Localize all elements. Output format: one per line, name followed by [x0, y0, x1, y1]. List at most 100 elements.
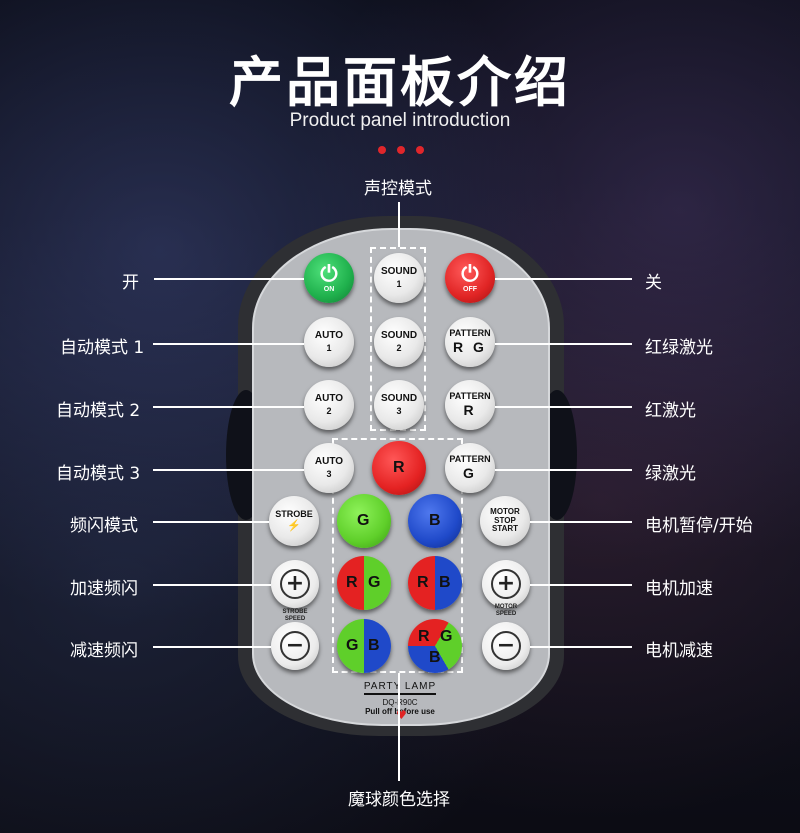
color-rg-button[interactable]: R G: [337, 556, 391, 610]
power-icon: ⏻: [320, 260, 338, 286]
auto-2-button[interactable]: AUTO 2: [304, 380, 354, 430]
color-gb-button[interactable]: G B: [337, 619, 391, 673]
sound-number: 3: [396, 405, 402, 416]
pattern-rg-button[interactable]: PATTERN R G: [445, 317, 495, 367]
sound-1-button[interactable]: SOUND 1: [374, 253, 424, 303]
callout-sound-mode: 声控模式: [364, 179, 432, 199]
callout-on: 开: [122, 273, 139, 293]
strobe-label: STROBE: [275, 508, 313, 519]
callout-line: [530, 521, 632, 523]
color-label-g: G: [368, 574, 381, 591]
motor-label: MOTOR: [490, 507, 520, 517]
callout-strobe: 频闪模式: [70, 516, 138, 536]
auto-1-button[interactable]: AUTO 1: [304, 317, 354, 367]
callout-line: [398, 673, 400, 781]
heart-icon: ♥: [396, 708, 407, 722]
motor-start-label: START: [491, 524, 519, 534]
callout-line: [153, 343, 304, 345]
color-label-b: B: [429, 512, 441, 529]
callout-pattern-g: 绿激光: [645, 464, 696, 484]
callout-pattern-r: 红激光: [645, 401, 696, 421]
callout-auto3: 自动模式 3: [56, 464, 141, 484]
auto-label: AUTO: [314, 330, 344, 342]
auto-label: AUTO: [314, 393, 344, 405]
sound-3-button[interactable]: SOUND 3: [374, 380, 424, 430]
callout-off: 关: [645, 273, 662, 293]
auto-number: 2: [326, 405, 332, 416]
pattern-label: PATTERN: [449, 454, 491, 465]
pattern-sub: R G: [453, 338, 487, 355]
callout-speed-up: 加速频闪: [70, 579, 138, 599]
pattern-r-button[interactable]: PATTERN R: [445, 380, 495, 430]
color-label-r: R: [346, 574, 358, 591]
callout-line: [153, 521, 269, 523]
strobe-button[interactable]: STROBE ⚡: [269, 496, 319, 546]
motor-speed-down-button[interactable]: −: [482, 622, 530, 670]
plus-icon: +: [280, 569, 310, 599]
sound-2-button[interactable]: SOUND 2: [374, 317, 424, 367]
color-rb-button[interactable]: R B: [408, 556, 462, 610]
strobe-speed-line2: SPEED: [284, 616, 306, 623]
callout-auto2: 自动模式 2: [56, 401, 141, 421]
callout-line: [398, 202, 400, 247]
motor-stop-start-button[interactable]: MOTOR STOP START: [480, 496, 530, 546]
dot: [378, 146, 386, 154]
minus-icon: −: [280, 631, 310, 661]
model-number: DQ-R90C: [382, 698, 418, 707]
color-rgb-button[interactable]: R G B: [408, 619, 462, 673]
callout-line: [153, 646, 271, 648]
dot: [397, 146, 405, 154]
color-label-r: R: [393, 459, 405, 476]
motor-speed-label: MOTOR SPEED: [488, 604, 524, 618]
color-group-outline: [332, 438, 463, 673]
color-b-button[interactable]: B: [408, 494, 462, 548]
callout-line: [495, 406, 632, 408]
color-g-button[interactable]: G: [337, 494, 391, 548]
strobe-speed-label: STROBE SPEED: [277, 609, 313, 623]
page-title: 产品面板介绍: [229, 51, 571, 114]
sound-group-outline: [370, 247, 426, 431]
callout-motor-up: 电机加速: [645, 579, 713, 599]
sound-number: 1: [396, 278, 402, 289]
motor-stop-label: STOP: [494, 515, 516, 525]
strobe-speed-down-button[interactable]: −: [271, 622, 319, 670]
callout-speed-down: 减速频闪: [70, 641, 138, 661]
page-subtitle: Product panel introduction: [289, 110, 511, 131]
motor-speed-up-button[interactable]: +: [482, 560, 530, 608]
callout-auto1: 自动模式 1: [60, 338, 145, 358]
motor-speed-line2: SPEED: [495, 611, 517, 618]
plus-icon: +: [491, 569, 521, 599]
callout-line: [153, 584, 271, 586]
color-r-button[interactable]: R: [372, 441, 426, 495]
pattern-sub: G: [463, 464, 477, 481]
callout-line: [153, 406, 304, 408]
strobe-speed-line1: STROBE: [282, 609, 308, 615]
lightning-icon: ⚡: [287, 519, 301, 532]
brand-name: PARTY LAMP: [363, 681, 437, 695]
auto-number: 1: [326, 342, 332, 353]
callout-line: [153, 469, 304, 471]
power-on-button[interactable]: ⏻ ON: [304, 253, 354, 303]
color-label-b: B: [368, 637, 380, 654]
pattern-g-button[interactable]: PATTERN G: [445, 443, 495, 493]
dot: [416, 146, 424, 154]
battery-note: Pull off before use: [365, 707, 435, 716]
off-label: OFF: [463, 285, 477, 293]
callout-motor: 电机暂停/开始: [645, 516, 753, 536]
auto-label: AUTO: [314, 456, 344, 468]
callout-line: [495, 469, 632, 471]
power-off-button[interactable]: ⏻ OFF: [445, 253, 495, 303]
callout-motor-down: 电机减速: [645, 641, 713, 661]
strobe-speed-up-button[interactable]: +: [271, 560, 319, 608]
auto-3-button[interactable]: AUTO 3: [304, 443, 354, 493]
color-label-b: B: [429, 649, 441, 666]
callout-pattern-rg: 红绿激光: [645, 338, 713, 358]
auto-number: 3: [326, 468, 332, 479]
minus-icon: −: [491, 631, 521, 661]
callout-line: [154, 278, 304, 280]
color-label-b: B: [439, 574, 451, 591]
color-label-r: R: [418, 628, 430, 645]
motor-speed-line1: MOTOR: [494, 604, 518, 610]
sound-number: 2: [396, 342, 402, 353]
pattern-sub: R: [463, 401, 477, 418]
